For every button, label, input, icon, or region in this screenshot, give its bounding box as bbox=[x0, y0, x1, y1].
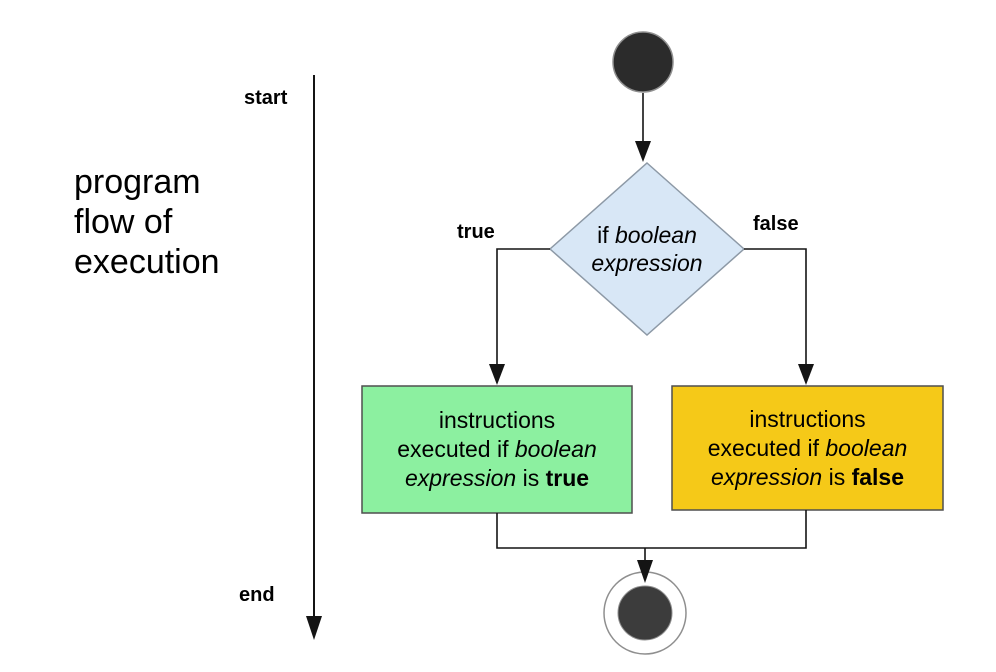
false-box-line2: executed if boolean bbox=[708, 434, 908, 463]
false-box-line2-italic: boolean bbox=[825, 434, 908, 461]
true-process-box bbox=[361, 385, 633, 514]
true-arrowhead-icon bbox=[489, 364, 505, 385]
decision-diamond bbox=[548, 161, 746, 337]
connector-true-branch bbox=[496, 248, 550, 365]
branch-false-label: false bbox=[753, 213, 799, 235]
true-box-label: instructions executed if boolean express… bbox=[362, 386, 632, 513]
decision-boolean-text: boolean bbox=[615, 222, 697, 248]
false-box-label: instructions executed if boolean express… bbox=[672, 386, 943, 510]
true-box-line3: expression is true bbox=[405, 464, 589, 493]
true-box-line2-italic: boolean bbox=[514, 436, 597, 462]
false-process-box bbox=[671, 385, 944, 511]
start-arrowhead-icon bbox=[635, 141, 651, 162]
true-box-line3-bold: true bbox=[545, 465, 590, 491]
timeline-end-label: end bbox=[239, 584, 275, 606]
true-box-line3-italic: expression bbox=[404, 465, 517, 491]
decision-label: if boolean expression bbox=[551, 165, 743, 333]
connector-false-branch bbox=[744, 248, 807, 365]
false-box-line3-plain: is bbox=[822, 463, 852, 490]
true-box-line2-plain: executed if bbox=[397, 436, 515, 462]
true-box-line3-plain: is bbox=[516, 465, 546, 491]
false-box-line2-plain: executed if bbox=[707, 434, 826, 461]
decision-label-line2: expression bbox=[591, 250, 703, 276]
false-box-line3-bold: false bbox=[851, 463, 905, 490]
true-box-line1: instructions bbox=[438, 407, 556, 433]
false-box-line1: instructions bbox=[749, 405, 866, 432]
side-caption: program flow of execution bbox=[74, 163, 220, 281]
end-node bbox=[617, 585, 673, 641]
end-arrowhead-icon bbox=[637, 560, 653, 583]
decision-label-line1: if boolean bbox=[597, 221, 697, 249]
branch-true-label: true bbox=[457, 221, 495, 243]
connector-merge bbox=[496, 510, 807, 549]
start-node bbox=[612, 31, 674, 93]
timeline-arrowhead-icon bbox=[306, 616, 322, 640]
false-arrowhead-icon bbox=[798, 364, 814, 385]
decision-if-text: if bbox=[597, 222, 616, 248]
true-box-line2: executed if boolean bbox=[397, 435, 597, 464]
false-box-line3: expression is false bbox=[711, 463, 904, 492]
timeline-start-label: start bbox=[244, 87, 288, 109]
false-box-line3-italic: expression bbox=[710, 463, 823, 490]
